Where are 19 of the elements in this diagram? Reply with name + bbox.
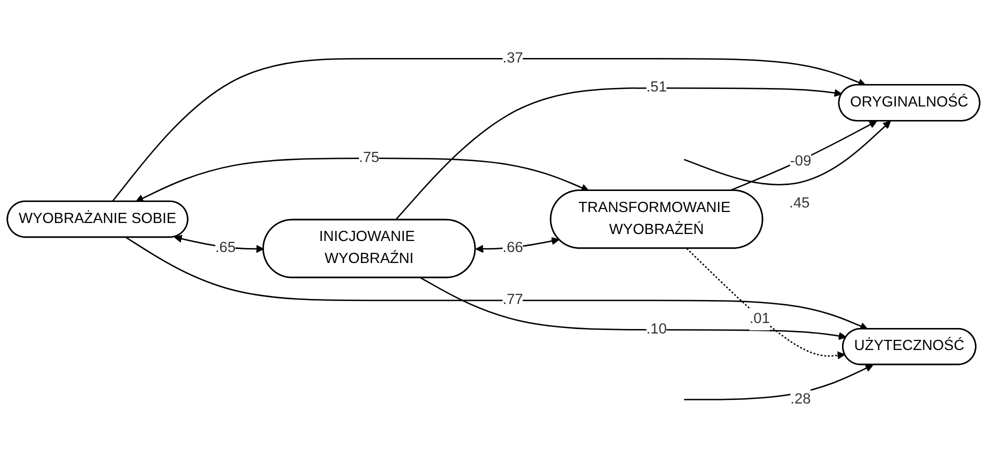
arrow: [684, 120, 891, 186]
arrow: [136, 158, 590, 202]
edge-label: .10: [646, 322, 667, 338]
arrow: [729, 120, 878, 192]
arrow: [686, 248, 846, 360]
edge-label: .65: [215, 240, 236, 256]
edge-label: .75: [358, 150, 380, 166]
edge-label: .45: [789, 196, 810, 212]
edge-label: .01: [749, 311, 770, 327]
arrow: [420, 277, 847, 340]
arrow: [394, 87, 842, 221]
edge-label: .37: [502, 50, 524, 66]
edge-label: -09: [790, 153, 812, 170]
edge-label: .66: [502, 240, 524, 256]
arrow: [112, 58, 866, 202]
edge-label: .51: [646, 80, 667, 96]
arrow: [684, 364, 874, 400]
edge-label: .77: [502, 292, 524, 308]
edge-label: .28: [790, 391, 811, 407]
